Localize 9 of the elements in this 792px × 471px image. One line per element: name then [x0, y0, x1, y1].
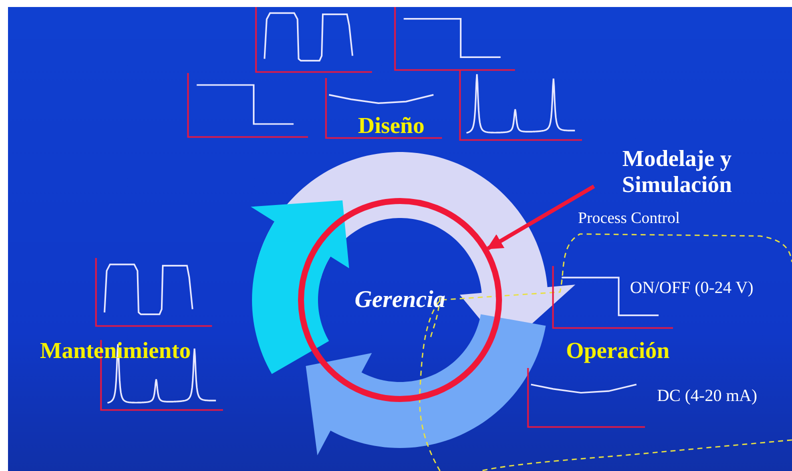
- arrow: [486, 184, 595, 250]
- caption-text: Process Control: [578, 210, 680, 228]
- signal-label: ON/OFF (0-24 V): [630, 278, 754, 298]
- signal-label: DC (4-20 mA): [657, 386, 758, 406]
- phase-label: Diseño: [358, 113, 424, 139]
- callout-text: Modelaje y Simulación: [622, 146, 732, 197]
- phase-label: Operación: [566, 338, 670, 364]
- ring-circle: [298, 198, 502, 402]
- center-label: Gerencia: [354, 286, 446, 314]
